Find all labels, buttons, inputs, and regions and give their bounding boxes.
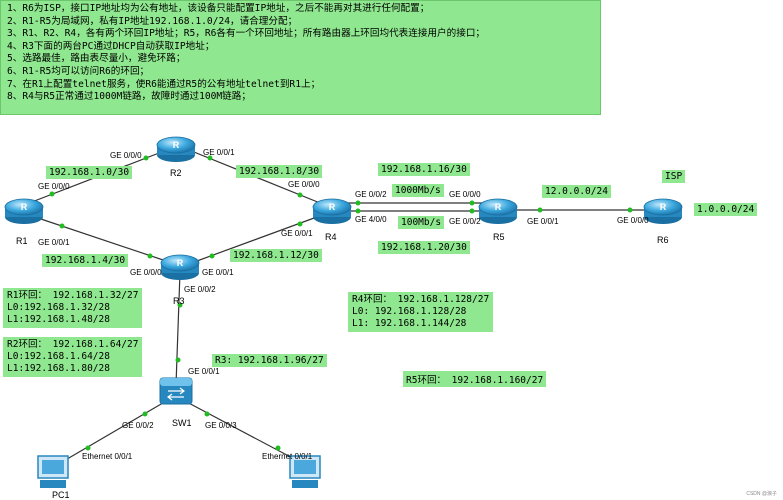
r2-loopback-title: R2环回： 192.168.1.64/27 [7, 339, 139, 350]
port-dot [275, 445, 281, 451]
requirement-4: 4、R3下面的两台PC通过DHCP自动获取IP地址； [7, 40, 215, 52]
subnet-r1-r3: 192.168.1.4/30 [42, 254, 129, 267]
requirement-2: 2、R1-R5为局域网，私有IP地址192.168.1.0/24，请合理分配； [7, 15, 298, 27]
pc1-icon[interactable] [37, 455, 69, 488]
device-label-r5: R5 [493, 232, 505, 242]
r5-loopback-label: R5环回： 192.168.1.160/27 [403, 371, 547, 387]
port-dot [297, 192, 303, 198]
link-r3-sw1 [175, 271, 181, 386]
iface-r1-g000: GE 0/0/0 [38, 182, 70, 191]
requirement-7: 7、在R1上配置telnet服务，使R6能通过R5的公有地址telnet到R1上… [7, 78, 321, 90]
device-label-r3: R3 [173, 296, 185, 306]
iface-r4-g400: GE 4/0/0 [355, 215, 387, 224]
router-r1-icon[interactable] [4, 198, 44, 225]
link-sw1-pc2 [182, 399, 301, 463]
port-dot [537, 207, 543, 213]
router-r3-icon[interactable] [160, 254, 200, 281]
r1-loopback-title: R1环回： 192.168.1.32/27 [7, 290, 139, 301]
port-dot [143, 155, 149, 161]
iface-r3-g001: GE 0/0/1 [202, 268, 234, 277]
r2-loopback-l1: L1:192.168.1.80/28 [7, 363, 110, 374]
iface-sw1-g003: GE 0/0/3 [205, 421, 237, 430]
subnet-r6-loopback: 1.0.0.0/24 [694, 203, 758, 216]
iface-r4-g002: GE 0/0/2 [355, 190, 387, 199]
r1-loopback-box: R1环回： 192.168.1.32/27 L0:192.168.1.32/28… [3, 288, 143, 328]
link-sw1-pc1 [61, 399, 169, 463]
port-dot [204, 411, 210, 417]
pc2-icon[interactable] [289, 455, 321, 488]
iface-pc1-eth: Ethernet 0/0/1 [82, 452, 133, 461]
port-dot [85, 445, 91, 451]
iface-r2-g000: GE 0/0/0 [110, 151, 142, 160]
iface-sw1-g001: GE 0/0/1 [188, 367, 220, 376]
port-dot [175, 357, 181, 363]
iface-sw1-g002: GE 0/0/2 [122, 421, 154, 430]
iface-r4-g001: GE 0/0/1 [281, 229, 313, 238]
iface-r6-g000: GE 0/0/0 [617, 216, 649, 225]
link-speed-1000: 1000Mb/s [392, 184, 444, 197]
subnet-r2-r4: 192.168.1.8/30 [236, 165, 323, 178]
device-label-isp: ISP [662, 170, 686, 183]
switch-sw1-icon[interactable] [159, 377, 193, 405]
credit-watermark: CSDN @浪子 [746, 491, 777, 497]
port-dot [469, 208, 475, 214]
r2-loopback-box: R2环回： 192.168.1.64/27 L0:192.168.1.64/28… [3, 337, 143, 377]
iface-r3-g000: GE 0/0/0 [130, 268, 162, 277]
r4-loopback-l1: L1: 192.168.1.144/28 [352, 318, 467, 329]
requirements-panel: 1、R6为ISP，接口IP地址均为公有地址，该设备只能配置IP地址，之后不能再对… [0, 0, 601, 115]
requirement-6: 6、R1-R5均可以访问R6的环回； [7, 65, 150, 77]
router-r2-icon[interactable] [156, 136, 196, 163]
device-label-sw1: SW1 [172, 418, 192, 428]
port-dot [209, 253, 215, 259]
subnet-r5-r6: 12.0.0.0/24 [542, 185, 611, 198]
port-dot [355, 208, 361, 214]
r2-loopback-l0: L0:192.168.1.64/28 [7, 351, 110, 362]
requirement-8: 8、R4与R5正常通过1000M链路，故障时通过100M链路； [7, 91, 251, 103]
iface-pc2-eth: Ethernet 0/0/1 [262, 452, 313, 461]
iface-r5-g001: GE 0/0/1 [527, 217, 559, 226]
iface-r5-g000: GE 0/0/0 [449, 190, 481, 199]
link-r1-r3 [25, 213, 179, 266]
iface-r2-g001: GE 0/0/1 [203, 148, 235, 157]
port-dot [469, 200, 475, 206]
router-r4-icon[interactable] [312, 198, 352, 225]
port-dot [177, 302, 183, 308]
router-r5-icon[interactable] [478, 198, 518, 225]
r4-loopback-l0: L0: 192.168.1.128/28 [352, 306, 467, 317]
port-dot [355, 200, 361, 206]
port-dots [49, 155, 633, 451]
port-dot [627, 207, 633, 213]
port-dot [59, 223, 65, 229]
subnet-r3-r4: 192.168.1.12/30 [230, 249, 322, 262]
device-label-r4: R4 [325, 232, 337, 242]
r4-loopback-title: R4环回： 192.168.1.128/27 [352, 294, 490, 305]
port-dot [49, 191, 55, 197]
link-speed-100: 100Mb/s [398, 216, 445, 229]
router-r6-icon[interactable] [643, 198, 683, 225]
iface-r4-g000: GE 0/0/0 [288, 180, 320, 189]
requirement-5: 5、选路最佳，路由表尽量小，避免环路； [7, 53, 186, 65]
port-dot [142, 411, 148, 417]
iface-r5-g002: GE 0/0/2 [449, 217, 481, 226]
iface-r1-g001: GE 0/0/1 [38, 238, 70, 247]
subnet-r1-r2: 192.168.1.0/30 [46, 166, 133, 179]
port-dot [147, 253, 153, 259]
device-label-pc1: PC1 [52, 490, 70, 500]
r1-loopback-l1: L1:192.168.1.48/28 [7, 314, 110, 325]
requirement-1: 1、R6为ISP，接口IP地址均为公有地址，该设备只能配置IP地址，之后不能再对… [7, 3, 430, 14]
requirement-3: 3、R1、R2、R4，各有两个环回IP地址；R5，R6各有一个环回地址；所有路由… [7, 28, 486, 40]
device-label-r1: R1 [16, 236, 28, 246]
subnet-r4-r5-b: 192.168.1.20/30 [378, 241, 470, 254]
subnet-r4-r5-a: 192.168.1.16/30 [378, 163, 470, 176]
iface-r3-g002: GE 0/0/2 [184, 285, 216, 294]
device-label-r6: R6 [657, 235, 669, 245]
r1-loopback-l0: L0:192.168.1.32/28 [7, 302, 110, 313]
port-dot [297, 221, 303, 227]
r4-loopback-box: R4环回： 192.168.1.128/27 L0: 192.168.1.128… [348, 292, 494, 332]
r3-lan-subnet: R3: 192.168.1.96/27 [212, 354, 327, 367]
device-label-r2: R2 [170, 168, 182, 178]
port-dot [207, 155, 213, 161]
